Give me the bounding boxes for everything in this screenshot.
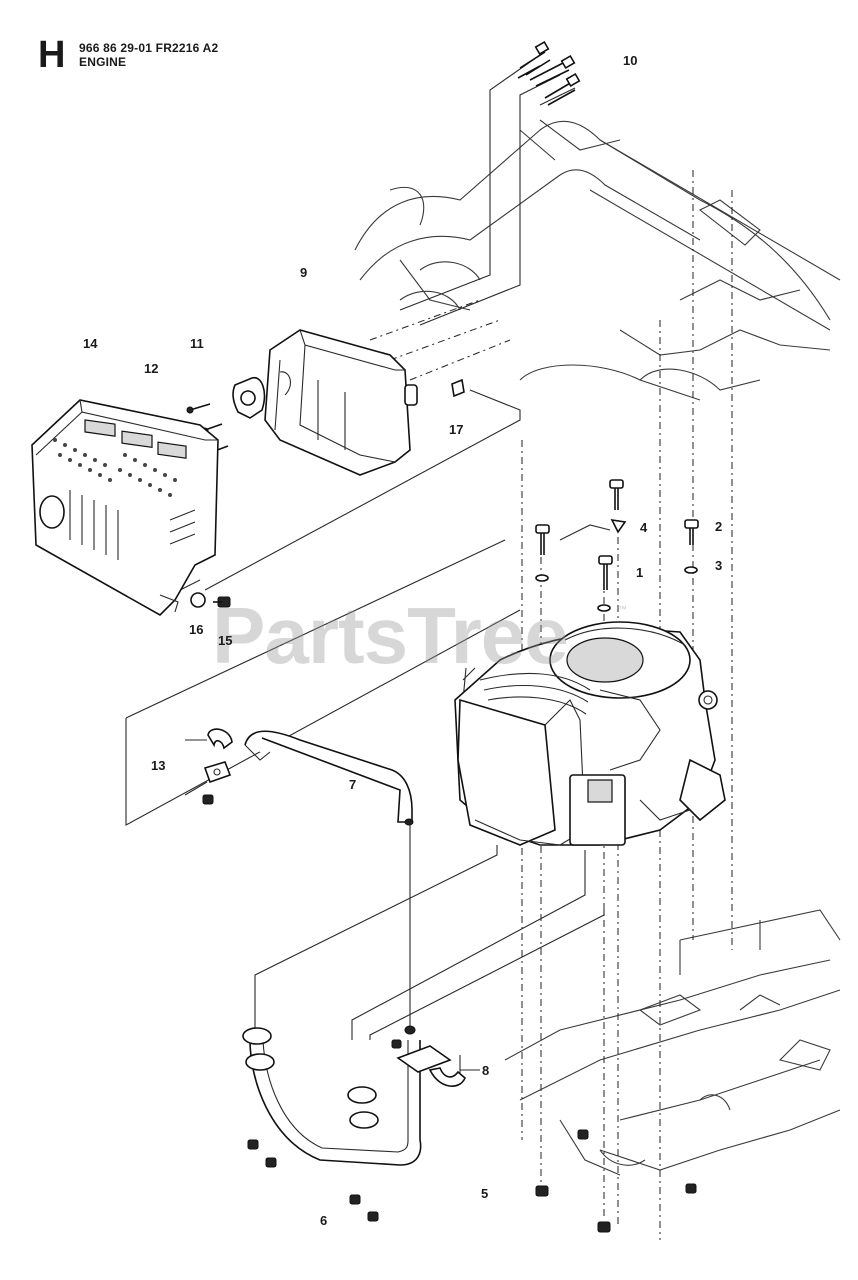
heat-shield-14 — [31, 399, 219, 616]
callout-4[interactable]: 4 — [640, 520, 648, 535]
clamp-13 — [202, 728, 233, 805]
callout-10[interactable]: 10 — [623, 53, 638, 68]
callout-11[interactable]: 11 — [190, 336, 204, 351]
callout-14[interactable]: 14 — [83, 336, 98, 351]
callout-13[interactable]: 13 — [151, 758, 166, 773]
callout-8[interactable]: 8 — [482, 1063, 490, 1078]
callout-3[interactable]: 3 — [715, 558, 723, 573]
watermark-trademark: ™ — [618, 604, 627, 614]
diagram-title: ENGINE — [79, 55, 127, 69]
callout-1[interactable]: 1 — [636, 565, 644, 580]
callout-6[interactable]: 6 — [320, 1213, 328, 1228]
bracket-8 — [391, 1039, 466, 1087]
callout-12[interactable]: 12 — [144, 361, 159, 376]
section-letter: H — [38, 34, 66, 76]
callout-16[interactable]: 16 — [189, 622, 204, 637]
callout-7[interactable]: 7 — [349, 777, 357, 792]
callout-5[interactable]: 5 — [481, 1186, 489, 1201]
watermark: PartsTree — [212, 591, 569, 680]
engine-1 — [454, 621, 726, 846]
part-code: 966 86 29-01 FR2216 A2 — [79, 41, 219, 55]
callout-9[interactable]: 9 — [300, 265, 308, 280]
bolt-set-10 — [517, 40, 581, 106]
hose-7 — [244, 730, 414, 826]
muffler-9 — [264, 329, 418, 476]
engine-fasteners — [535, 479, 699, 1233]
chassis-frame — [354, 119, 841, 1176]
callout-2[interactable]: 2 — [715, 519, 723, 534]
pipe-6 — [242, 1025, 422, 1222]
callout-15[interactable]: 15 — [218, 633, 233, 648]
fasteners-15-16-17 — [190, 378, 465, 608]
leader-lines — [125, 54, 611, 1090]
callout-17[interactable]: 17 — [449, 422, 464, 437]
